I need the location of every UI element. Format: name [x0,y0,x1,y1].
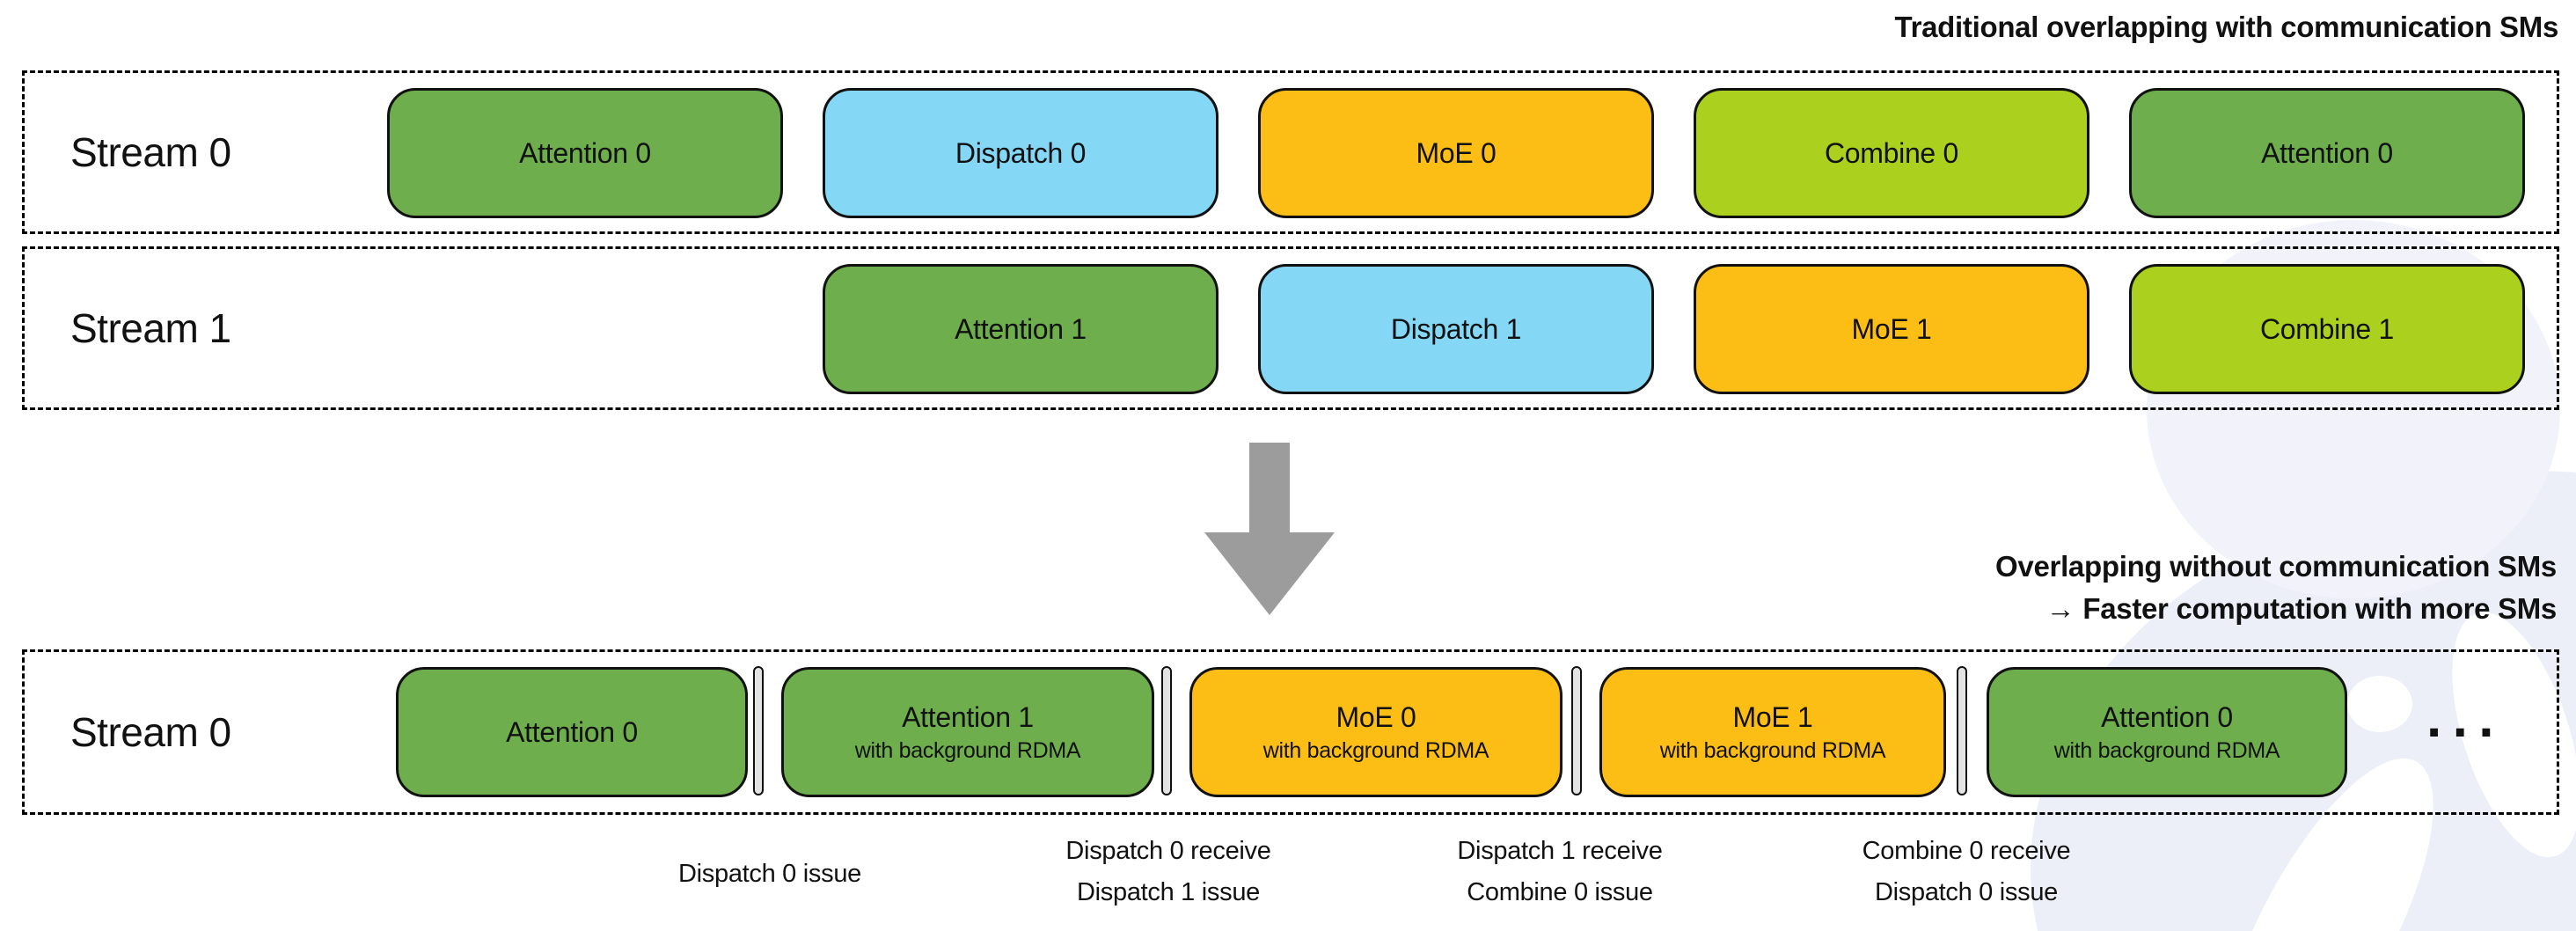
task-box-moe-0: MoE 0 [1258,88,1654,218]
task-sublabel: with background RDMA [2053,737,2280,763]
task-box-moe-1-rdma: MoE 1 with background RDMA [1599,667,1946,797]
task-box-combine-1: Combine 1 [2129,264,2525,394]
title-overlap-line1: Overlapping without communication SMs [1995,550,2557,583]
task-sublabel: with background RDMA [1659,737,1886,763]
annotation-dispatch0-receive-dispatch1-issue: Dispatch 0 receive Dispatch 1 issue [966,831,1371,913]
ellipsis: ··· [2426,701,2505,763]
task-label: MoE 1 [1851,313,1932,345]
stream1-label: Stream 1 [70,305,231,351]
annotation-line: Dispatch 0 receive [1065,837,1271,865]
task-sublabel: with background RDMA [854,737,1081,763]
task-box-dispatch-1: Dispatch 1 [1258,264,1654,394]
task-label: Attention 0 [2101,700,2233,733]
task-label: Attention 0 [506,716,638,748]
optimized-stream0-label: Stream 0 [70,709,231,755]
down-arrow-head [1204,532,1335,615]
task-box-moe-0-rdma: MoE 0 with background RDMA [1189,667,1562,797]
annotation-line: Dispatch 1 receive [1457,837,1663,865]
title-overlap-line2: → Faster computation with more SMs [2045,592,2558,625]
annotation-dispatch1-receive-combine0-issue: Dispatch 1 receive Combine 0 issue [1358,831,1762,913]
task-box-attention-0-next: Attention 0 [2129,88,2525,218]
traditional-stream0-row: Stream 0 Attention 0 Dispatch 0 MoE 0 Co… [22,70,2559,234]
task-box-combine-0: Combine 0 [1694,88,2089,218]
background-watermark-swoosh [2347,676,2412,732]
down-arrow-icon [1204,443,1335,615]
down-arrow-shaft [1249,443,1290,534]
stream-barrier-icon [1571,666,1582,795]
task-label: Attention 1 [955,313,1087,345]
title-overlapping-without-sms: Overlapping without communication SMs → … [1995,546,2557,630]
annotation-combine0-receive-dispatch0-issue: Combine 0 receive Dispatch 0 issue [1764,831,2169,913]
task-label: Attention 1 [902,700,1034,733]
task-label: Dispatch 0 [955,137,1087,169]
stream-barrier-icon [1161,666,1172,795]
task-box-attention-1-rdma: Attention 1 with background RDMA [781,667,1154,797]
annotation-line: Combine 0 receive [1862,837,2071,865]
task-label: Attention 0 [2261,137,2393,169]
optimized-stream0-row: Stream 0 Attention 0 Attention 1 with ba… [22,649,2559,815]
annotation-line: Dispatch 0 issue [678,860,861,888]
task-box-attention-0: Attention 0 [396,667,748,797]
task-label: MoE 0 [1416,137,1497,169]
task-box-attention-1: Attention 1 [823,264,1218,394]
task-sublabel: with background RDMA [1262,737,1489,763]
task-label: Combine 1 [2259,313,2395,345]
title-traditional-overlapping: Traditional overlapping with communicati… [1894,11,2559,43]
stream-barrier-icon [1957,666,1967,795]
stream0-label: Stream 0 [70,129,231,175]
task-box-attention-0-rdma: Attention 0 with background RDMA [1987,667,2347,797]
task-label: Combine 0 [1824,137,1959,169]
stream-barrier-icon [753,666,764,795]
task-label: Attention 0 [519,137,651,169]
task-box-attention-0: Attention 0 [387,88,783,218]
traditional-stream1-row: Stream 1 Attention 1 Dispatch 1 MoE 1 Co… [22,246,2559,410]
annotation-line: Dispatch 0 issue [1875,878,2058,906]
annotation-line: Combine 0 issue [1467,878,1653,906]
task-label: MoE 0 [1336,700,1416,733]
annotation-line: Dispatch 1 issue [1077,878,1260,906]
task-label: MoE 1 [1732,700,1813,733]
task-box-moe-1: MoE 1 [1694,264,2089,394]
task-label: Dispatch 1 [1390,313,1522,345]
task-box-dispatch-0: Dispatch 0 [823,88,1218,218]
annotation-dispatch0-issue: Dispatch 0 issue [567,831,972,895]
